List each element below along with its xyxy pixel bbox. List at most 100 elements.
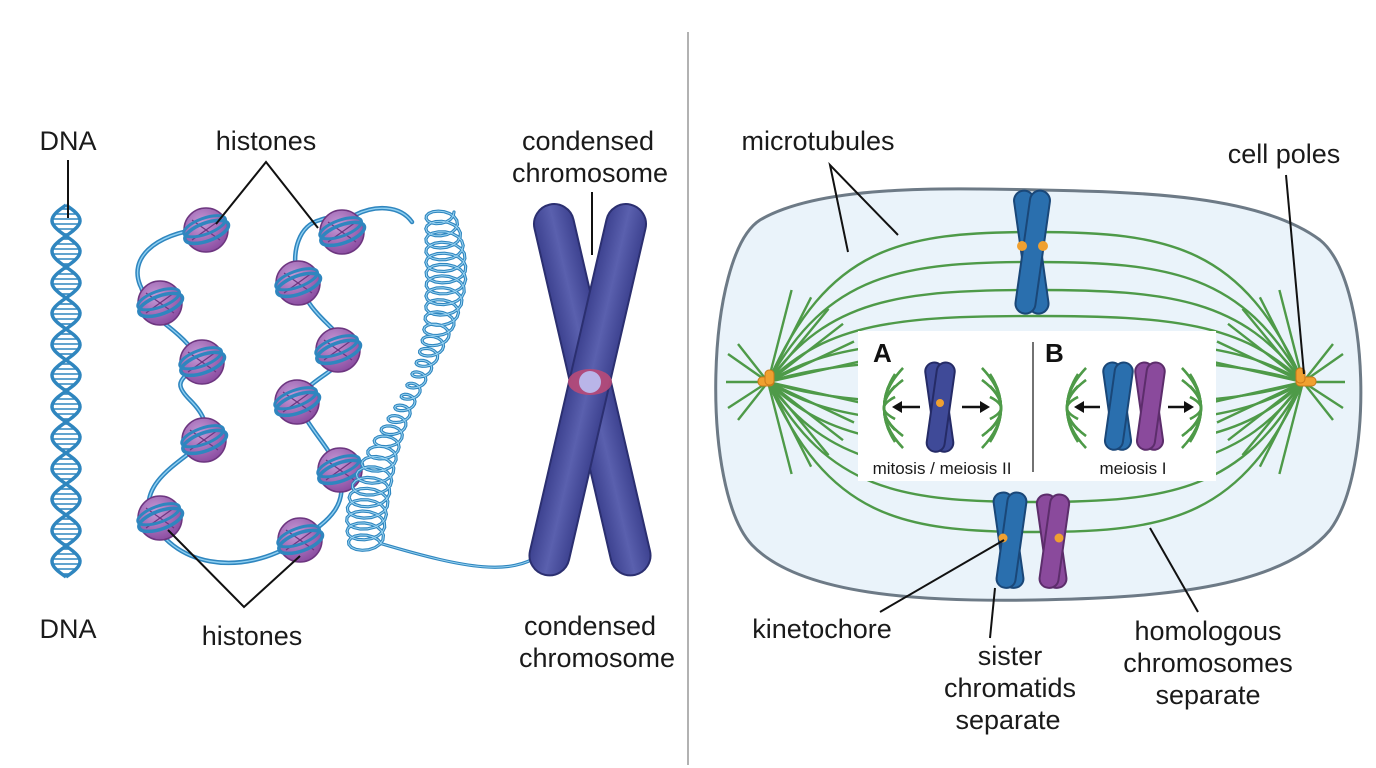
kinetochore-label: kinetochore xyxy=(752,614,892,644)
kinetochore-leader xyxy=(879,539,1005,613)
spindle-ray xyxy=(767,381,844,442)
astral-ray xyxy=(737,343,769,383)
inset-a-spindle xyxy=(882,367,1003,449)
dna-wrap xyxy=(180,424,225,449)
histones-leader-bottom xyxy=(167,529,301,609)
microtubules-leader xyxy=(828,161,899,253)
homologous-label-2: chromosomes xyxy=(1123,648,1293,678)
dna-wrap xyxy=(136,502,181,527)
dna-wrap xyxy=(178,346,223,371)
dna-wrap xyxy=(136,287,181,312)
cell-poles-leader xyxy=(1285,174,1305,375)
spindle-ray xyxy=(767,360,861,384)
spindle-ray xyxy=(1216,340,1304,384)
sister-label-1: sister xyxy=(978,641,1043,671)
spindle-ray xyxy=(1227,322,1304,383)
dna-wrap xyxy=(181,428,229,456)
spindle-ray xyxy=(1210,360,1304,384)
inset-a-arrows xyxy=(892,401,990,413)
microtubule xyxy=(766,381,1305,504)
inset-b-caption: meiosis I xyxy=(1099,459,1166,478)
inset-b-arrows xyxy=(1074,401,1194,413)
inset-a-chromosome xyxy=(924,361,956,453)
inset-a-letter: A xyxy=(873,338,892,368)
astral-ray xyxy=(1302,343,1334,383)
inset-fiber xyxy=(1181,367,1203,449)
dna-wrap xyxy=(274,267,319,292)
kinetochore-bottom-purple xyxy=(1054,533,1064,543)
spindle-ray xyxy=(1241,308,1304,383)
dna-wrap xyxy=(137,291,185,319)
spindle-ray xyxy=(1241,381,1304,456)
sister-leader xyxy=(989,587,996,639)
dna-wrap xyxy=(316,454,361,479)
histones-label-top: histones xyxy=(216,126,317,156)
centrosome-right xyxy=(1295,367,1317,387)
dna-wrap xyxy=(315,338,363,366)
spindle-ray xyxy=(767,308,830,383)
dna-helix xyxy=(50,203,82,579)
dna-wrap xyxy=(273,386,318,411)
spindle-ray xyxy=(1278,381,1305,475)
metaphase-chromosomes-bottom xyxy=(992,491,1071,589)
dna-wrap xyxy=(277,528,325,556)
spindle-ray xyxy=(766,296,813,383)
spindle-ray xyxy=(1227,381,1304,442)
inset-a-caption: mitosis / meiosis II xyxy=(873,459,1012,478)
spindle-ray xyxy=(767,380,861,404)
inset-b-spindle xyxy=(1065,367,1203,449)
microtubules-label: microtubules xyxy=(741,126,894,156)
kinetochore-top-l xyxy=(1017,241,1027,251)
spindle-ray xyxy=(767,381,830,456)
spindle-ray xyxy=(766,381,793,475)
spindle-microtubules xyxy=(726,230,1345,534)
spindle-ray xyxy=(1210,380,1304,404)
sister-label-3: separate xyxy=(955,705,1060,735)
astral-ray xyxy=(1302,381,1334,421)
inset-panel: A mitosis / meiosis II B meiosis xyxy=(858,331,1216,481)
spindle-ray xyxy=(766,381,813,468)
cell-poles-label: cell poles xyxy=(1228,139,1341,169)
histones-leader-top xyxy=(215,160,319,229)
kinetochore-top-r xyxy=(1038,241,1048,251)
spindle-ray xyxy=(766,289,793,383)
sister-label-2: chromatids xyxy=(944,673,1076,703)
spindle-ray xyxy=(1258,381,1305,468)
dna-wrap xyxy=(137,506,185,534)
dna-wrap xyxy=(275,271,323,299)
histones-label-bottom: histones xyxy=(202,621,303,651)
dna-wrap xyxy=(276,524,321,549)
inset-fiber xyxy=(1065,367,1087,449)
dna-wrap xyxy=(274,390,322,418)
dna-label-bottom: DNA xyxy=(39,614,96,644)
dna-wrap xyxy=(319,220,367,248)
homologous-label-1: homologous xyxy=(1134,616,1281,646)
dna-wrap xyxy=(179,350,227,378)
dna-wrap xyxy=(182,214,227,239)
spindle-ray xyxy=(767,322,844,383)
dna-wrap xyxy=(318,216,363,241)
homologous-leader xyxy=(1149,527,1199,613)
spindle-ray xyxy=(767,340,855,384)
inset-b-chromosomes xyxy=(1102,361,1166,451)
astral-ray xyxy=(737,381,769,421)
metaphase-chromosome-top xyxy=(1013,189,1051,315)
spindle-ray xyxy=(1258,296,1305,383)
condensed-chromosome xyxy=(528,203,652,577)
nucleosome-fiber xyxy=(135,205,415,566)
condensed-label-bottom-2: chromosome xyxy=(519,643,675,673)
microtubule xyxy=(766,381,1305,534)
inset-fiber xyxy=(981,367,1003,449)
helix-strand-2 xyxy=(50,203,82,579)
inset-b-letter: B xyxy=(1045,338,1064,368)
condensed-label-top-2: chromosome xyxy=(512,158,668,188)
dna-label-top: DNA xyxy=(39,126,96,156)
dna-wrap xyxy=(183,218,231,246)
spindle-ray xyxy=(767,380,855,424)
spindle-ray xyxy=(1216,380,1304,424)
condensed-label-top-1: condensed xyxy=(522,126,654,156)
homologous-label-3: separate xyxy=(1155,680,1260,710)
chromatin-coil-highlight xyxy=(346,210,541,568)
condensed-label-bottom-1: condensed xyxy=(524,611,656,641)
coiled-chromatin xyxy=(345,209,542,569)
